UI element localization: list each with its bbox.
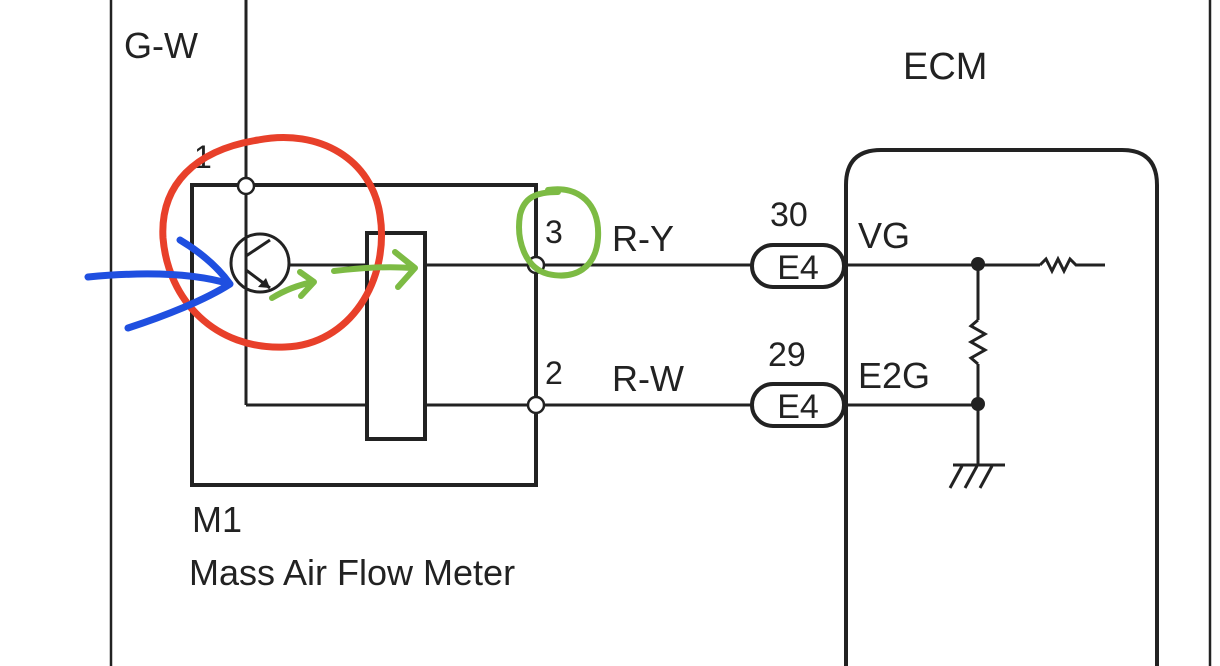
- ecm-vg-label: VG: [858, 215, 910, 256]
- pin-3-label: 3: [545, 214, 563, 250]
- ecm-node-vg: [971, 257, 985, 271]
- green-flow-arrow-large: [331, 249, 418, 290]
- ecm-node-e2g: [971, 397, 985, 411]
- connector-1-code: E4: [777, 249, 819, 287]
- power-wire-color-label: G-W: [124, 25, 198, 66]
- ecm-pullup-resistor: [1038, 255, 1105, 275]
- ecm-e2g-label: E2G: [858, 355, 930, 396]
- ground-symbol: [948, 463, 1005, 489]
- connector-e4-29: [750, 382, 846, 428]
- ecm-block: [844, 148, 1159, 666]
- sensor-element: [365, 231, 427, 441]
- connector-2-pin-number: 29: [768, 336, 806, 374]
- wire-rw-label: R-W: [612, 358, 684, 399]
- green-terminal-circle: [516, 186, 602, 279]
- terminal-2: [526, 395, 546, 415]
- transistor-symbol: [229, 232, 291, 294]
- ecm-title: ECM: [903, 46, 987, 88]
- connector-e4-30: [750, 243, 846, 289]
- component-code-label: M1: [192, 499, 242, 540]
- red-highlight-circle: [159, 133, 385, 351]
- connector-2-code: E4: [777, 388, 819, 426]
- component-name-label: Mass Air Flow Meter: [189, 552, 515, 593]
- wire-ry-label: R-Y: [612, 218, 674, 259]
- pin-2-label: 2: [545, 355, 563, 391]
- ecm-shunt-resistor: [967, 318, 989, 366]
- maf-meter-box: [190, 183, 538, 487]
- blue-pointer-arrow: [84, 236, 234, 332]
- terminal-1: [236, 176, 256, 196]
- connector-1-pin-number: 30: [770, 196, 808, 234]
- green-flow-arrow-small: [269, 269, 317, 301]
